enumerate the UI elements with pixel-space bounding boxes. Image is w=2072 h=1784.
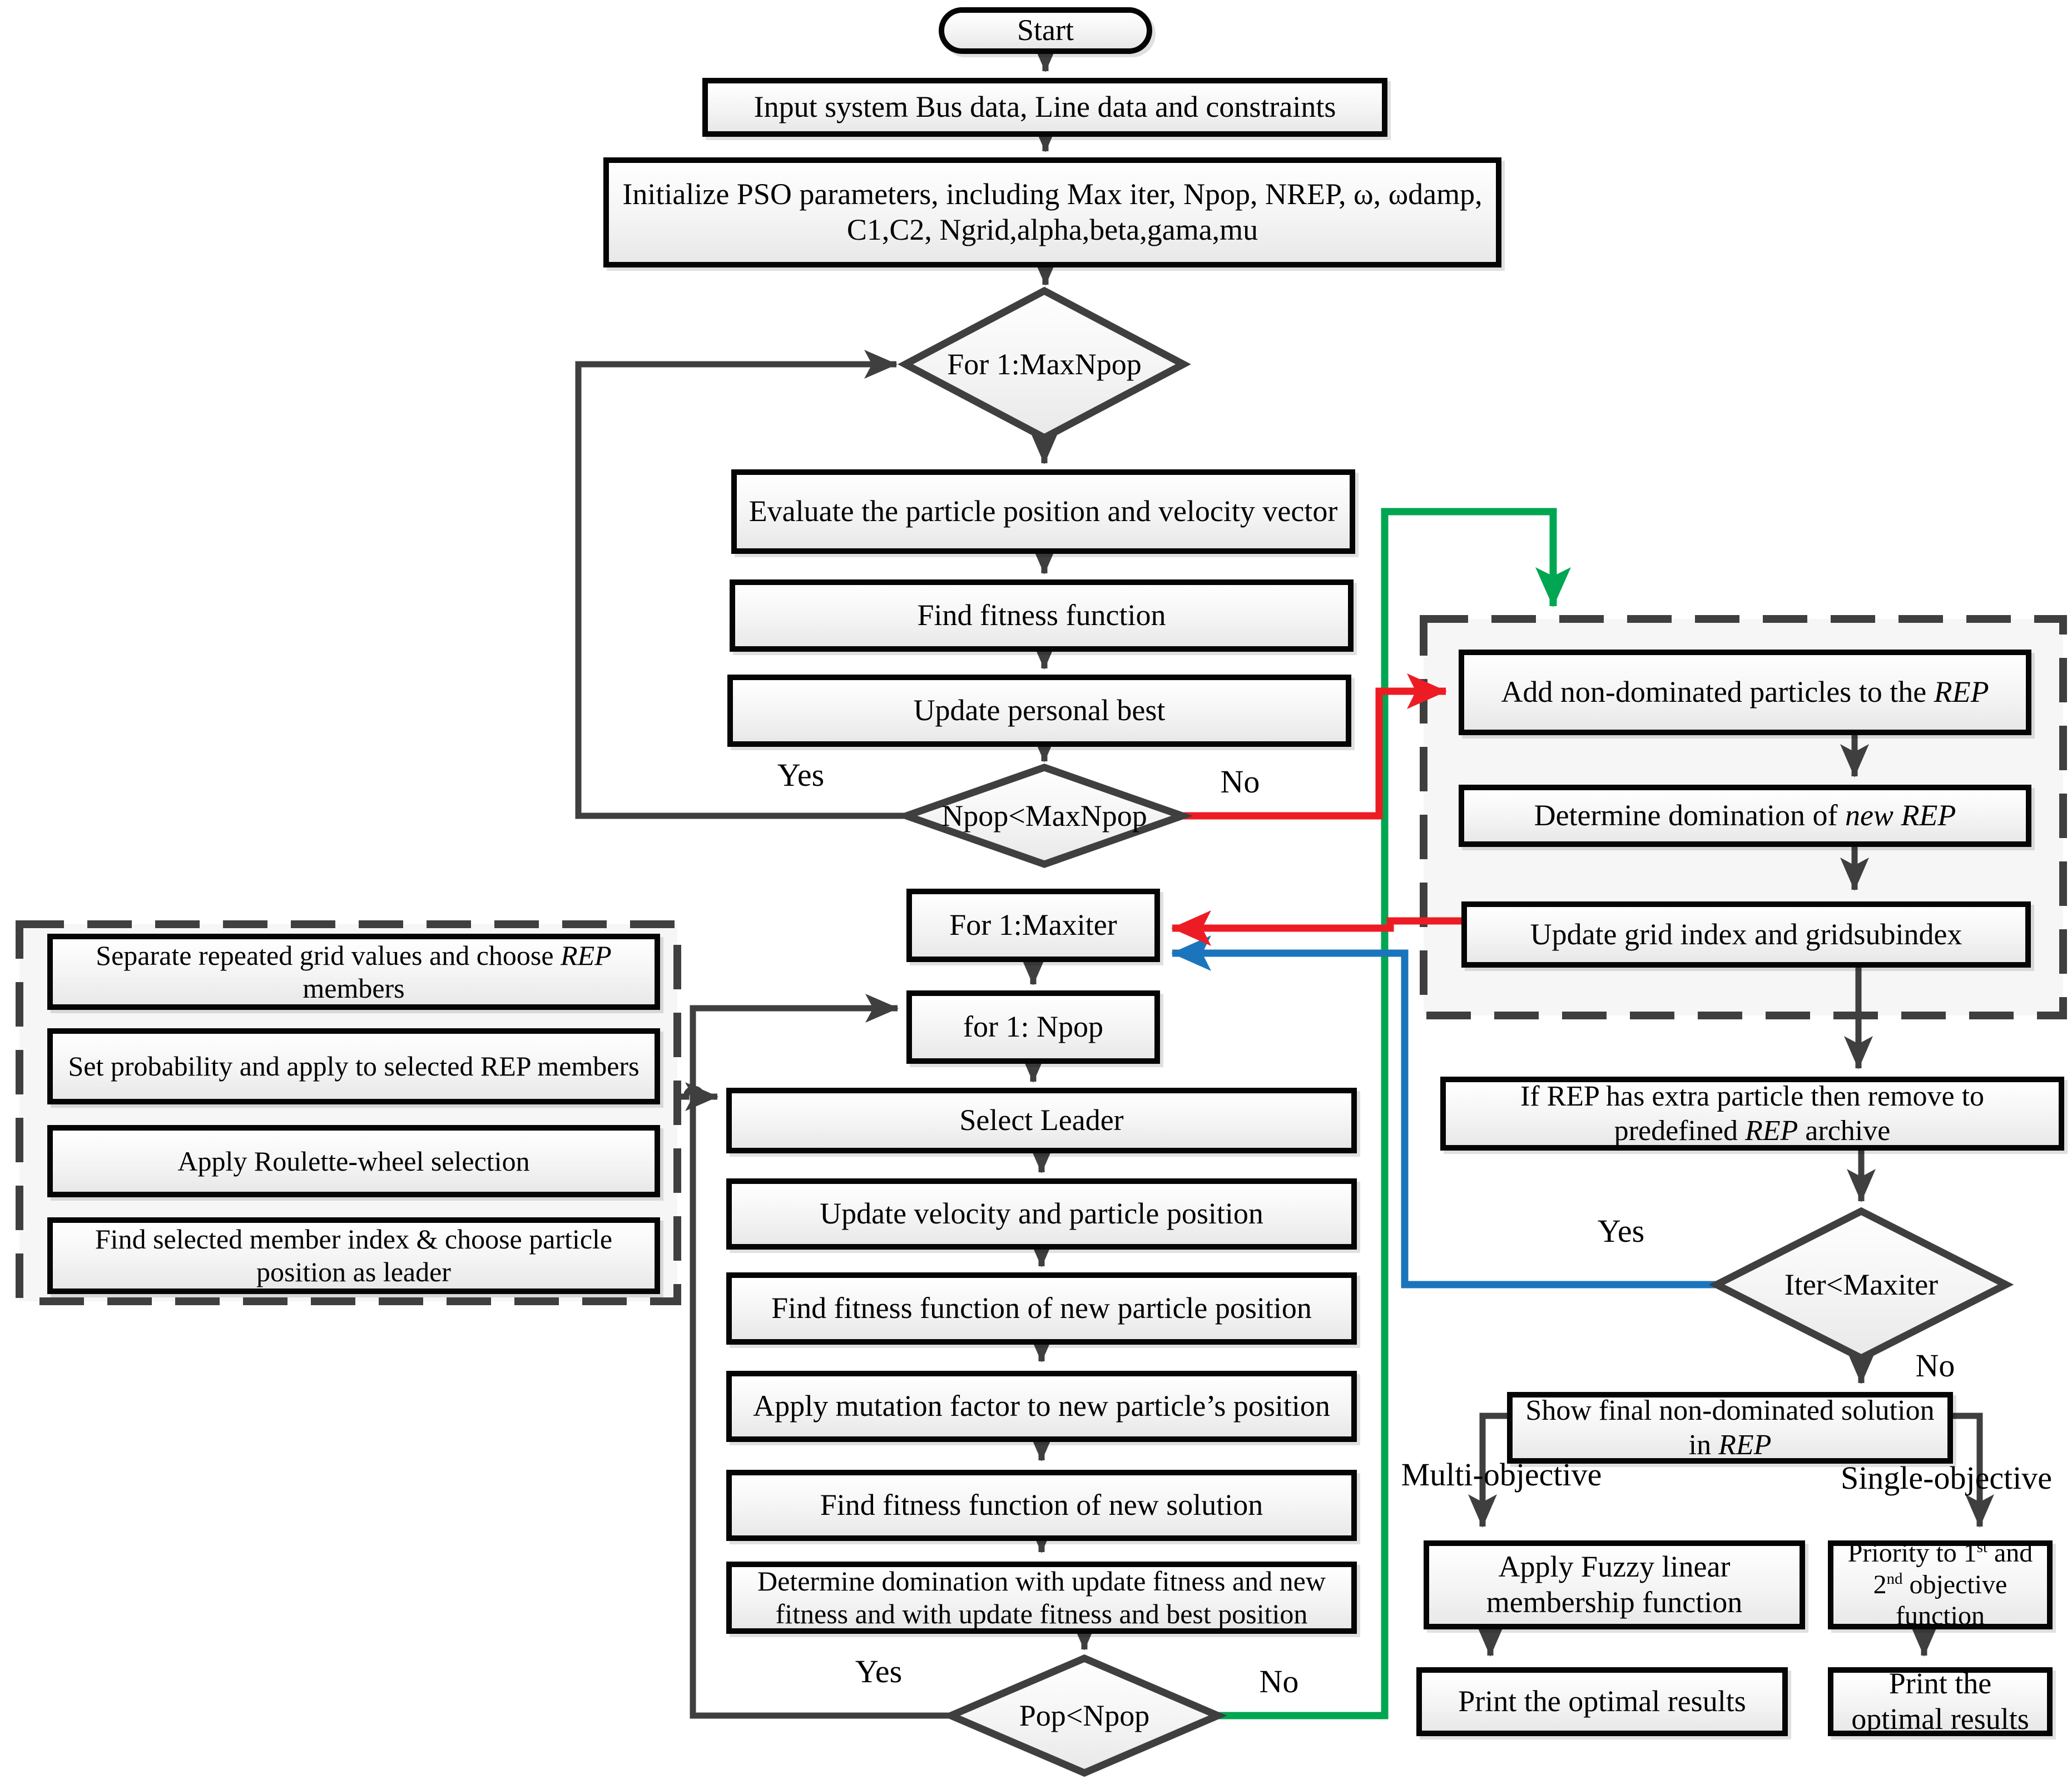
edge-label-multi-objective: Multi-objective — [1401, 1456, 1602, 1493]
edge-label-single-objective: Single-objective — [1840, 1460, 2053, 1496]
node-print-results-multi: Print the optimal results — [1416, 1667, 1788, 1736]
node-rep-archive-trim: If REP has extra particle then remove to… — [1440, 1077, 2064, 1151]
edge-pop-no-green — [1218, 508, 1571, 1719]
node-for-maxiter: For 1:Maxiter — [906, 889, 1160, 962]
label-iter-check: Iter<Maxiter — [1784, 1268, 1939, 1301]
node-show-final-solution: Show final non-dominated solution in REP — [1507, 1392, 1953, 1464]
edge-iter-yes-blue — [1171, 935, 1717, 1289]
node-set-probability: Set probability and apply to selected RE… — [47, 1028, 660, 1104]
edge-label-iter-no: No — [1915, 1347, 1955, 1384]
node-update-grid-index: Update grid index and gridsubindex — [1461, 901, 2031, 968]
node-fitness-new-particle: Find fitness function of new particle po… — [726, 1272, 1357, 1345]
node-update-personal-best: Update personal best — [727, 675, 1351, 747]
node-add-nondominated-rep: Add non-dominated particles to the REP — [1459, 650, 2031, 735]
node-find-fitness: Find fitness function — [730, 579, 1354, 652]
node-start: Start — [939, 7, 1152, 54]
node-update-velocity: Update velocity and particle position — [726, 1178, 1357, 1250]
node-fuzzy-membership: Apply Fuzzy linear membership function — [1424, 1540, 1805, 1629]
node-find-member-index: Find selected member index & choose part… — [47, 1217, 660, 1294]
diamond-iter-check — [1708, 1207, 2014, 1362]
node-determine-new-rep: Determine domination of new REP — [1459, 785, 2031, 847]
edge-npop-no-red — [1182, 673, 1447, 820]
label-for-maxnpop: For 1:MaxNpop — [947, 348, 1142, 381]
edge-grid-to-maxiter-red — [1171, 910, 1463, 946]
node-select-leader: Select Leader — [726, 1088, 1357, 1153]
node-determine-domination: Determine domination with update fitness… — [726, 1562, 1357, 1634]
label-pop-check: Pop<Npop — [1019, 1699, 1150, 1732]
label-npop-check: Npop<MaxNpop — [941, 799, 1147, 832]
node-priority-objectives: Priority to 1st and 2nd objective functi… — [1828, 1538, 2053, 1631]
edge-label-npop-yes: Yes — [777, 757, 825, 793]
node-apply-mutation: Apply mutation factor to new particle’s … — [726, 1371, 1357, 1442]
node-fitness-new-solution: Find fitness function of new solution — [726, 1470, 1357, 1541]
node-init-pso-params: Initialize PSO parameters, including Max… — [603, 157, 1501, 267]
edge-label-pop-no: No — [1259, 1663, 1299, 1699]
diamond-npop-check — [895, 764, 1193, 868]
node-separate-grid-values: Separate repeated grid values and choose… — [47, 934, 660, 1010]
edge-label-iter-yes: Yes — [1597, 1213, 1645, 1249]
edge-label-pop-yes: Yes — [855, 1653, 903, 1689]
edge-label-npop-no: No — [1220, 764, 1260, 800]
node-for-npop: for 1: Npop — [906, 990, 1160, 1064]
gray-edges — [575, 39, 1994, 1719]
diamond-pop-check — [941, 1654, 1227, 1777]
diamond-for-maxnpop — [898, 286, 1191, 442]
node-input-data: Input system Bus data, Line data and con… — [702, 78, 1387, 137]
node-evaluate-particles: Evaluate the particle position and veloc… — [731, 469, 1355, 554]
node-roulette-wheel: Apply Roulette-wheel selection — [47, 1125, 660, 1197]
node-print-results-single: Print the optimal results — [1828, 1667, 2053, 1736]
